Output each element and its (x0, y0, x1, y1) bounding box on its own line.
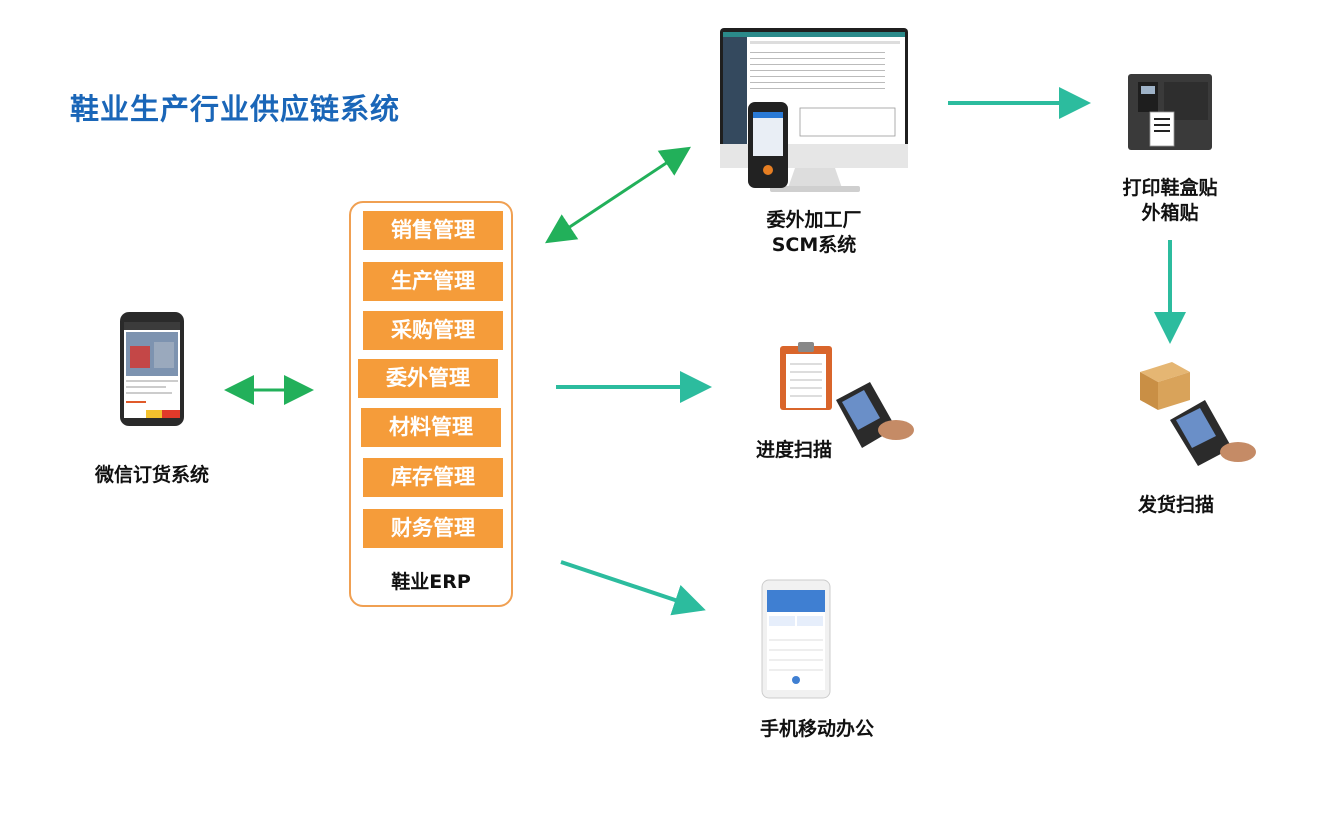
shipping-scanner-icon (1170, 400, 1256, 466)
smartphone-icon (120, 312, 184, 426)
print-label-line2: 外箱贴 (1141, 202, 1199, 224)
erp-module-outsourcing: 委外管理 (358, 359, 498, 398)
arrow-erp-mobile (560, 560, 706, 616)
handheld-scanner-icon (748, 102, 788, 188)
erp-module-purchasing: 采购管理 (363, 311, 503, 350)
mobile-app-icon (761, 579, 831, 699)
label-printer-icon (1128, 74, 1212, 150)
erp-module-finance: 财务管理 (363, 509, 503, 548)
page-title: 鞋业生产行业供应链系统 (70, 92, 401, 126)
print-label-line1: 打印鞋盒贴 (1122, 177, 1218, 199)
erp-label: 鞋业ERP (391, 571, 471, 593)
erp-box: 销售管理 生产管理 采购管理 委外管理 材料管理 库存管理 财务管理 (349, 201, 513, 607)
barcode-scanner-icon (836, 382, 914, 448)
erp-module-inventory: 库存管理 (363, 458, 503, 497)
arrow-erp-scm (544, 146, 692, 244)
erp-module-materials: 材料管理 (361, 408, 501, 447)
scm-label-line2: SCM系统 (771, 234, 857, 256)
wechat-ordering-label: 微信订货系统 (94, 464, 209, 486)
erp-module-sales: 销售管理 (363, 211, 503, 250)
progress-scan-label: 进度扫描 (755, 439, 832, 461)
shipping-scan-label: 发货扫描 (1137, 494, 1214, 516)
scm-label-line1: 委外加工厂 (766, 209, 862, 231)
mobile-office-label: 手机移动办公 (759, 718, 874, 740)
erp-module-production: 生产管理 (363, 262, 503, 301)
clipboard-icon (780, 342, 832, 410)
cardboard-box-icon (1140, 362, 1190, 410)
